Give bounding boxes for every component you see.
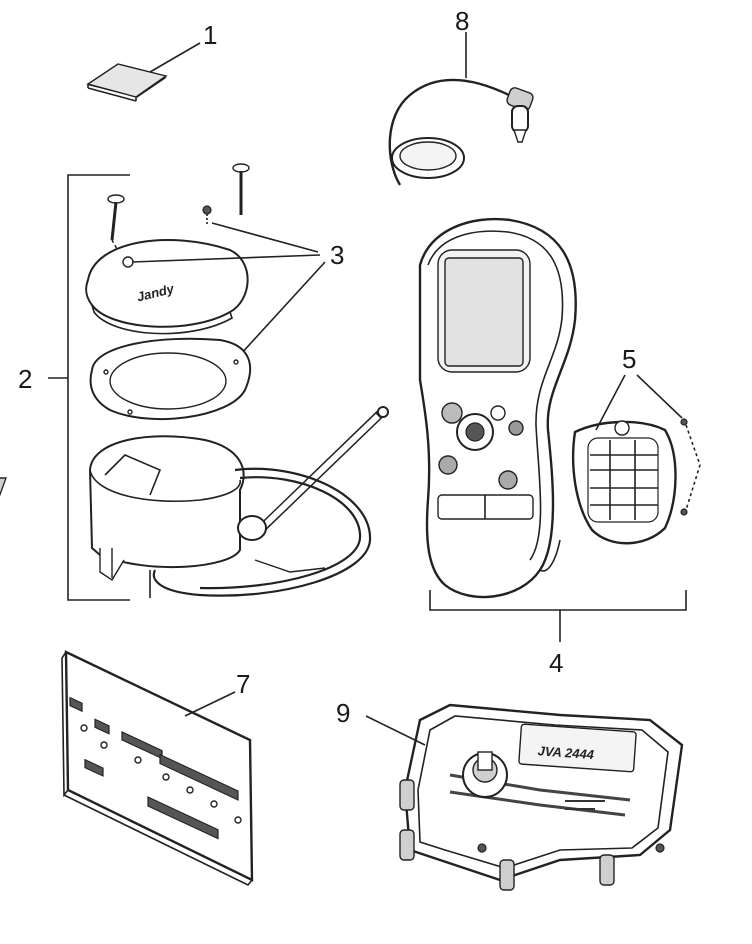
callout-1: 1 [203, 20, 217, 50]
bracket-assembly-2 [67, 174, 130, 601]
bracket-assembly-4 [429, 590, 687, 611]
callout-4: 4 [549, 648, 563, 678]
leader-lines-3 [131, 222, 326, 356]
callout-9: 9 [336, 698, 350, 728]
module-label: JVA 2444 [537, 743, 595, 762]
part-5-battery-cover [571, 418, 688, 545]
callout-2: 2 [18, 364, 32, 394]
leader-lines-5 [595, 374, 701, 511]
part-1-memory-card [86, 63, 168, 102]
part-lid: Jandy [85, 239, 249, 335]
part-8-sensor-cable [388, 78, 534, 186]
part-9-actuator-module: JVA 2444 [399, 703, 684, 891]
callout-7: 7 [236, 669, 250, 699]
leader-line-7 [184, 691, 236, 717]
callout-8: 8 [455, 6, 469, 36]
callout-3: 3 [330, 240, 344, 270]
leader-line-1 [149, 42, 201, 73]
leader-line-9 [365, 715, 426, 746]
callout-5: 5 [622, 344, 636, 374]
part-gasket [89, 337, 252, 420]
part-4-remote-controller [418, 217, 577, 599]
part-coiled-cable [152, 467, 372, 597]
part-7-circuit-board [61, 650, 254, 887]
part-base-housing [0, 435, 245, 598]
part-antenna [237, 406, 389, 541]
